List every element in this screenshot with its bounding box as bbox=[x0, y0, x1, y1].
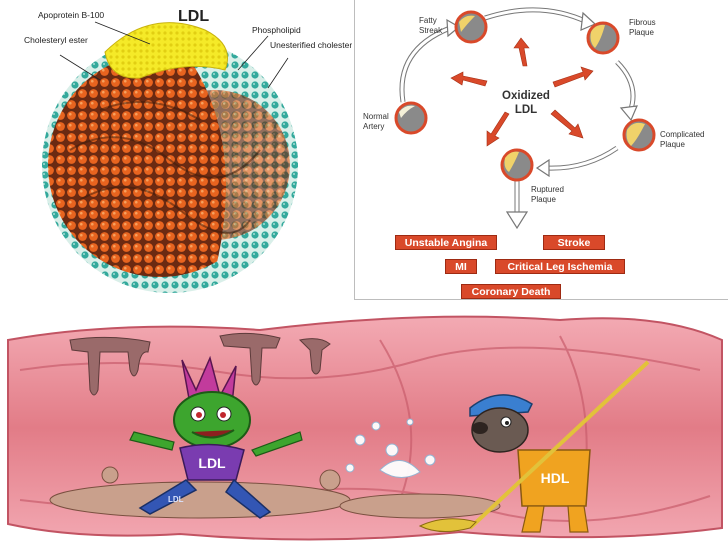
oxidized-label: Oxidized bbox=[502, 90, 550, 102]
stage-circle-normal-artery bbox=[394, 101, 428, 135]
stage-label-line: Plaque bbox=[531, 194, 556, 204]
stage-label-normal-artery: Normal Artery bbox=[363, 112, 389, 131]
villain-pants-text: LDL bbox=[168, 495, 184, 504]
stage-label-line: Complicated bbox=[660, 130, 705, 139]
stage-circle-fatty-streak bbox=[454, 10, 488, 44]
water-splash bbox=[345, 418, 436, 478]
label-cholesteryl-ester: Cholesteryl ester bbox=[24, 35, 88, 45]
ldl-title: LDL bbox=[178, 8, 209, 25]
label-apoprotein: Apoprotein B-100 bbox=[38, 10, 104, 20]
stage-label-line: Fibrous bbox=[629, 18, 656, 27]
stage-label-line: Plaque bbox=[629, 27, 654, 37]
red-arrow-to-complicated bbox=[550, 109, 584, 139]
outcome-critical-leg-ischemia: Critical Leg Ischemia bbox=[495, 259, 625, 274]
stage-label-ruptured-plaque: Ruptured Plaque bbox=[531, 185, 564, 204]
outcome-stroke: Stroke bbox=[543, 235, 605, 250]
label-unesterified-cholesterol: Unesterified cholesterol bbox=[270, 40, 352, 50]
stage-label-line: Plaque bbox=[660, 139, 685, 149]
cartoon-panel: LDL LDL HDL bbox=[0, 300, 728, 546]
red-arrow-to-fibrous bbox=[552, 66, 594, 88]
villain-shirt-text: LDL bbox=[198, 455, 226, 471]
plaque-drips bbox=[69, 332, 331, 396]
ldl-villain: LDL LDL bbox=[129, 355, 303, 519]
plaque-debris bbox=[49, 466, 501, 519]
stage-circle-complicated-plaque bbox=[622, 118, 656, 152]
stage-label-fibrous-plaque: Fibrous Plaque bbox=[629, 18, 656, 37]
outcome-coronary-death: Coronary Death bbox=[461, 284, 561, 299]
mop-head bbox=[418, 518, 477, 532]
atherosclerosis-diagram-panel: Oxidized LDL Fatty Streak Fibrous Plaque… bbox=[354, 0, 728, 300]
apoprotein-cap bbox=[104, 22, 228, 79]
arrow-normal-to-fatty bbox=[399, 25, 451, 103]
stage-label-fatty-streak: Fatty Streak bbox=[419, 16, 442, 35]
stage-circle-fibrous-plaque bbox=[586, 21, 620, 55]
hero-shirt-text: HDL bbox=[541, 470, 570, 486]
stage-label-line: Artery bbox=[363, 121, 385, 131]
stage-label-line: Ruptured bbox=[531, 185, 564, 194]
cartoon-svg: LDL LDL HDL bbox=[7, 315, 723, 541]
outcome-mi: MI bbox=[445, 259, 477, 274]
ldl-center-label: LDL bbox=[515, 104, 537, 116]
label-phospholipid: Phospholipid bbox=[252, 25, 301, 35]
stage-label-line: Fatty bbox=[419, 16, 437, 25]
cycle-arrows-svg: Oxidized LDL bbox=[394, 7, 656, 230]
mop-handle bbox=[468, 360, 650, 530]
red-arrow-to-fatty bbox=[513, 37, 530, 67]
ldl-illustration-panel: LDL Apoprotein B-100 Phospholipid Choles… bbox=[0, 0, 352, 300]
outcome-unstable-angina: Unstable Angina bbox=[395, 235, 497, 250]
hdl-hero: HDL bbox=[418, 360, 650, 533]
stage-circle-ruptured-plaque bbox=[500, 148, 534, 182]
stage-label-line: Streak bbox=[419, 25, 443, 35]
red-arrow-to-normal bbox=[450, 71, 488, 87]
stage-label-line: Normal bbox=[363, 112, 389, 121]
red-arrow-to-ruptured bbox=[486, 111, 510, 147]
ldl-particle-svg: LDL Apoprotein B-100 Phospholipid Choles… bbox=[24, 8, 352, 293]
stage-label-complicated-plaque: Complicated Plaque bbox=[660, 130, 704, 149]
